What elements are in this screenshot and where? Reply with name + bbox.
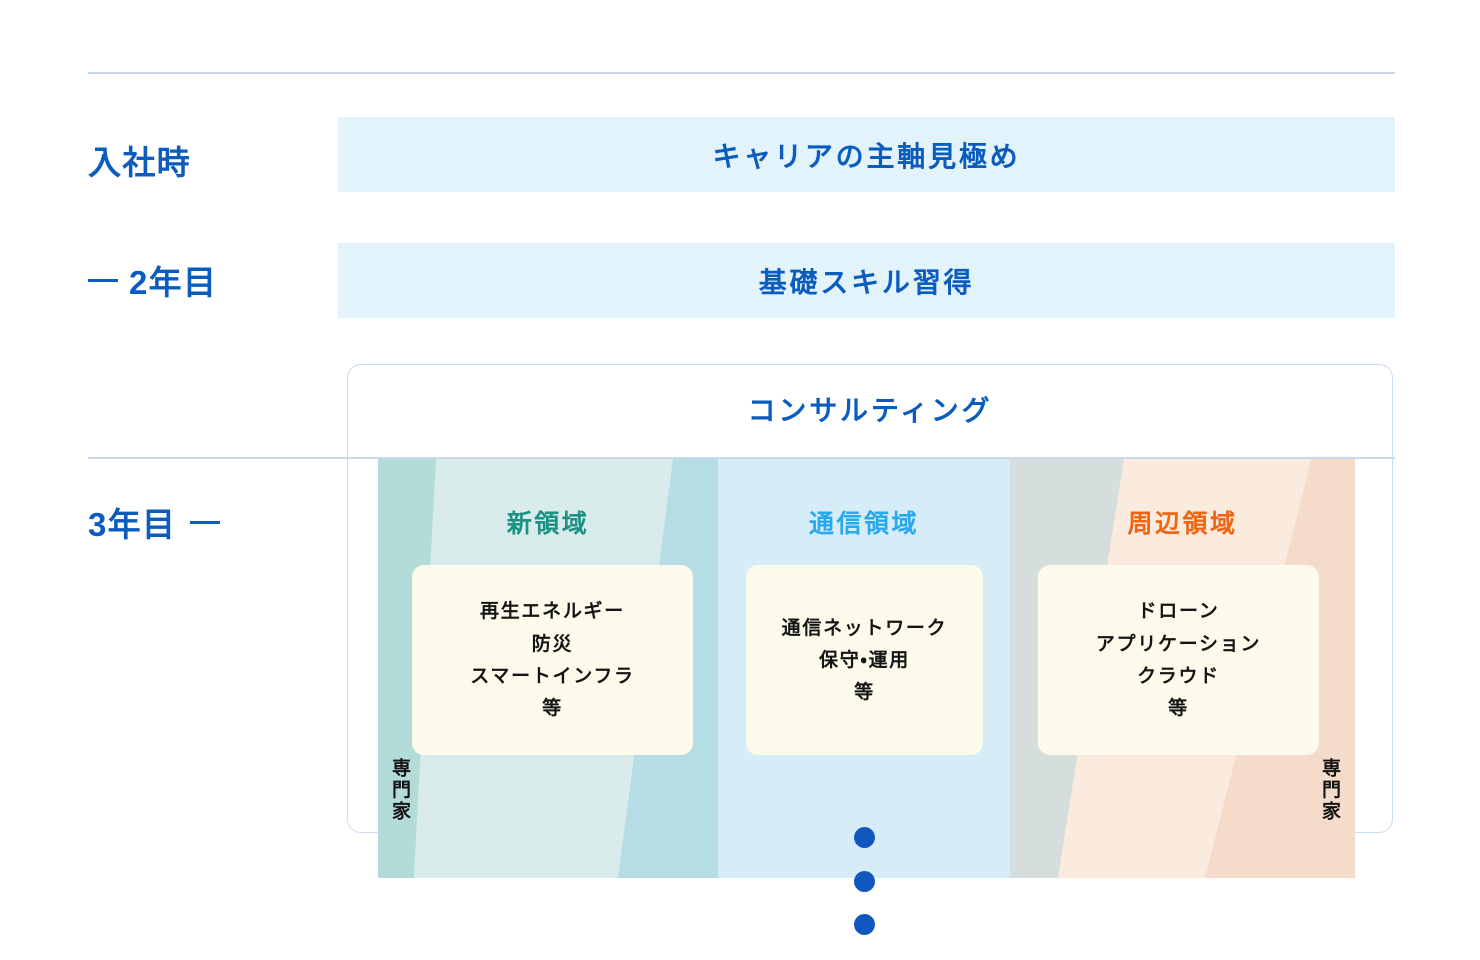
domain-column-telecom: 通信領域 通信ネットワーク 保守・運用 等 xyxy=(718,459,1010,878)
skill-item: 通信ネットワーク xyxy=(781,616,948,639)
domain-heading-peripheral: 周辺領域 xyxy=(1127,510,1238,538)
skill-item: スマートインフラ xyxy=(470,665,635,687)
skill-item: ドローン xyxy=(1137,600,1220,623)
skill-item: 等 xyxy=(854,681,875,704)
consulting-title: コンサルティング xyxy=(747,395,993,426)
skill-item: 等 xyxy=(542,697,563,720)
timeline-label-onboarding: 入社時 xyxy=(88,136,191,184)
banner-onboarding: キャリアの主軸見極め xyxy=(338,117,1395,192)
domain-column-peripheral: 周辺領域 ドローン アプリケーション クラウド 等 専門家 xyxy=(1010,459,1355,878)
trailing-dash-icon xyxy=(190,520,221,524)
skill-card-telecom: 通信ネットワーク 保守・運用 等 xyxy=(746,565,983,755)
specialist-label-right: 専門家 xyxy=(1319,758,1341,822)
top-divider xyxy=(88,72,1395,74)
domain-heading-new: 新領域 xyxy=(506,510,590,538)
banner-basic-skill: 基礎スキル習得 xyxy=(338,243,1395,318)
timeline-label-text: 入社時 xyxy=(88,144,191,181)
skill-card-new: 再生エネルギー 防災 スマートインフラ 等 xyxy=(412,565,693,755)
skill-item: 保守・運用 xyxy=(818,648,910,671)
skill-item: 等 xyxy=(1168,697,1189,720)
timeline-label-text: 2年目 xyxy=(129,264,218,301)
domain-columns: 新領域 再生エネルギー 防災 スマートインフラ 等 専門家 通信領域 通信ネット… xyxy=(378,459,1355,878)
domain-column-new: 新領域 再生エネルギー 防災 スマートインフラ 等 専門家 xyxy=(378,459,718,878)
skill-item: 再生エネルギー xyxy=(480,600,625,623)
skill-item: クラウド xyxy=(1137,665,1220,687)
year3-divider xyxy=(88,457,1395,459)
skill-card-peripheral: ドローン アプリケーション クラウド 等 xyxy=(1038,565,1319,755)
banner-basic-skill-text: 基礎スキル習得 xyxy=(758,266,975,298)
continuation-dot-icon xyxy=(854,827,875,848)
skill-item: アプリケーション xyxy=(1095,632,1262,655)
continuation-dot-icon xyxy=(854,914,875,935)
skill-item: 防災 xyxy=(531,632,574,655)
timeline-label-year3: 3年目 xyxy=(88,498,221,546)
domain-heading-telecom: 通信領域 xyxy=(808,510,919,538)
leading-dash-icon xyxy=(88,278,118,282)
banner-onboarding-text: キャリアの主軸見極め xyxy=(712,140,1021,172)
specialist-label-left: 専門家 xyxy=(389,758,411,822)
timeline-label-text: 3年目 xyxy=(88,506,177,543)
continuation-dot-icon xyxy=(854,871,875,892)
timeline-label-year2: 2年目 xyxy=(88,256,217,304)
